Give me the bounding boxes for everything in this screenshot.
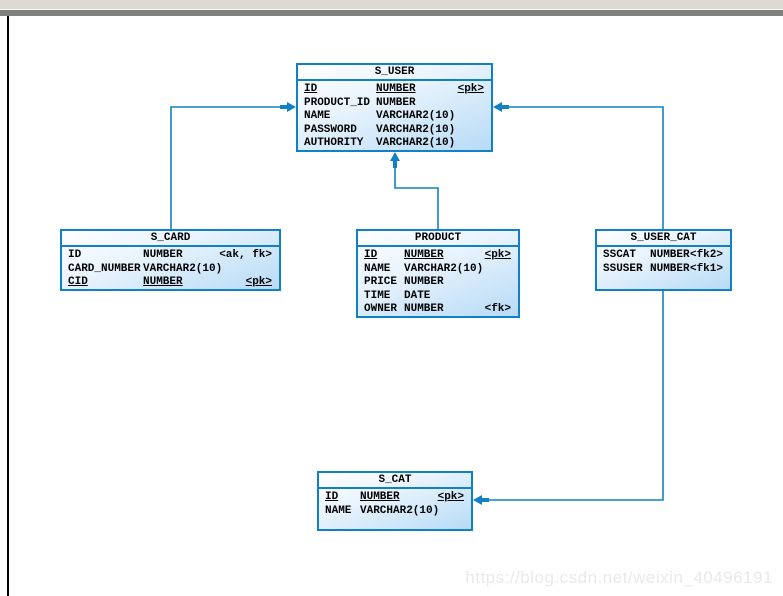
er-table-body: SSCAT NUMBER <fk2> SSUSER NUMBER <fk1> [597,247,730,276]
column-name: PRODUCT_ID [304,96,371,109]
er-table-title: PRODUCT [358,231,518,247]
er-column-row: ID NUMBER <pk> [319,491,471,505]
column-type: DATE [404,289,431,302]
column-name: SSCAT [603,249,637,261]
column-name: NAME [304,110,331,122]
er-column-row: CARD_NUMBER VARCHAR2(10) [62,263,279,277]
column-key-badge: <pk> [437,491,464,503]
er-column-row: AUTHORITY VARCHAR2(10) [298,137,491,151]
column-type: NUMBER [404,303,444,315]
er-table-title: S_USER [298,65,491,81]
column-key-badge: <fk> [484,303,511,315]
column-type: VARCHAR2(10) [376,137,456,149]
column-type: VARCHAR2(10) [404,262,484,275]
er-table-body: ID NUMBER <pk> PRODUCT_ID NUMBER NAME VA… [298,81,491,151]
column-name: ID [304,83,318,95]
menu-shadow-strip [0,10,783,16]
column-type: VARCHAR2(10) [143,262,223,275]
er-column-row: TIME DATE [358,290,518,304]
column-name: ID [325,491,339,503]
column-type: NUMBER [404,249,444,261]
arrowhead-s_user_cat-s_cat [473,495,489,505]
column-type: NUMBER [376,83,416,95]
er-table-body: ID NUMBER <pk> NAME VARCHAR2(10) PRICE N… [358,247,518,317]
er-column-row: OWNER NUMBER <fk> [358,303,518,317]
relation-product-s_user[interactable] [394,164,439,229]
column-name: OWNER [364,303,398,315]
arrowhead-s_card-s_user [280,102,296,112]
relation-s_user_cat-s_user[interactable] [501,106,664,229]
column-type: NUMBER [360,491,400,503]
column-type: VARCHAR2(10) [376,110,456,122]
er-table[interactable]: PRODUCT ID NUMBER <pk> NAME VARCHAR2(10)… [356,229,520,318]
column-type: VARCHAR2(10) [360,504,440,517]
arrowhead-product-s_user [390,152,400,168]
column-type: NUMBER [143,276,183,288]
column-name: PRICE [364,276,398,288]
column-name: TIME [364,289,391,302]
er-table[interactable]: S_CARD ID NUMBER <ak, fk> CARD_NUMBER VA… [60,229,281,291]
column-name: ID [68,249,82,261]
column-key-badge: <pk> [245,276,272,288]
column-name: NAME [364,262,391,275]
er-column-row: CID NUMBER <pk> [62,276,279,290]
column-type: NUMBER [650,249,690,261]
er-table-title: S_CAT [319,473,471,489]
column-name: AUTHORITY [304,137,364,149]
column-name: NAME [325,504,352,517]
er-column-row: PASSWORD VARCHAR2(10) [298,124,491,138]
column-type: NUMBER [376,96,416,109]
column-name: CARD_NUMBER [68,262,141,275]
er-table[interactable]: S_USER_CAT SSCAT NUMBER <fk2> SSUSER NUM… [595,229,732,291]
column-name: PASSWORD [304,123,357,136]
column-key-badge: <pk> [457,83,484,95]
column-key-badge: <ak, fk> [219,249,272,261]
watermark: https://blog.csdn.net/weixin_40496191 [465,568,773,587]
diagram-canvas[interactable]: S_USER ID NUMBER <pk> PRODUCT_ID NUMBER … [0,16,783,596]
er-table-title: S_USER_CAT [597,231,730,247]
column-type: VARCHAR2(10) [376,123,456,136]
column-name: ID [364,249,378,261]
er-table[interactable]: S_CAT ID NUMBER <pk> NAME VARCHAR2(10) [317,471,473,531]
column-key-badge: <fk2> [689,249,723,261]
er-column-row: NAME VARCHAR2(10) [298,110,491,124]
er-table-body: ID NUMBER <pk> NAME VARCHAR2(10) [319,489,471,518]
er-table-title: S_CARD [62,231,279,247]
column-name: CID [68,276,88,288]
er-column-row: PRICE NUMBER [358,276,518,290]
arrowhead-s_user_cat-s_user [493,102,509,112]
column-type: NUMBER [143,249,183,261]
column-type: NUMBER [404,276,444,288]
er-table-body: ID NUMBER <ak, fk> CARD_NUMBER VARCHAR2(… [62,247,279,290]
er-column-row: PRODUCT_ID NUMBER [298,97,491,111]
er-column-row: SSUSER NUMBER <fk1> [597,263,730,277]
toolbar-strip [0,0,783,10]
palette-divider-line [7,16,9,596]
column-name: SSUSER [603,262,643,275]
er-column-row: NAME VARCHAR2(10) [358,263,518,277]
relation-s_card-s_user[interactable] [170,106,288,229]
column-type: NUMBER [650,262,690,275]
er-column-row: ID NUMBER <pk> [358,249,518,263]
relation-layer [170,102,664,505]
er-column-row: SSCAT NUMBER <fk2> [597,249,730,263]
er-column-row: ID NUMBER <ak, fk> [62,249,279,263]
er-column-row: NAME VARCHAR2(10) [319,505,471,519]
er-table[interactable]: S_USER ID NUMBER <pk> PRODUCT_ID NUMBER … [296,63,493,152]
relation-s_user_cat-s_cat[interactable] [481,291,664,501]
er-column-row: ID NUMBER <pk> [298,83,491,97]
column-key-badge: <pk> [484,249,511,261]
column-key-badge: <fk1> [689,262,723,275]
